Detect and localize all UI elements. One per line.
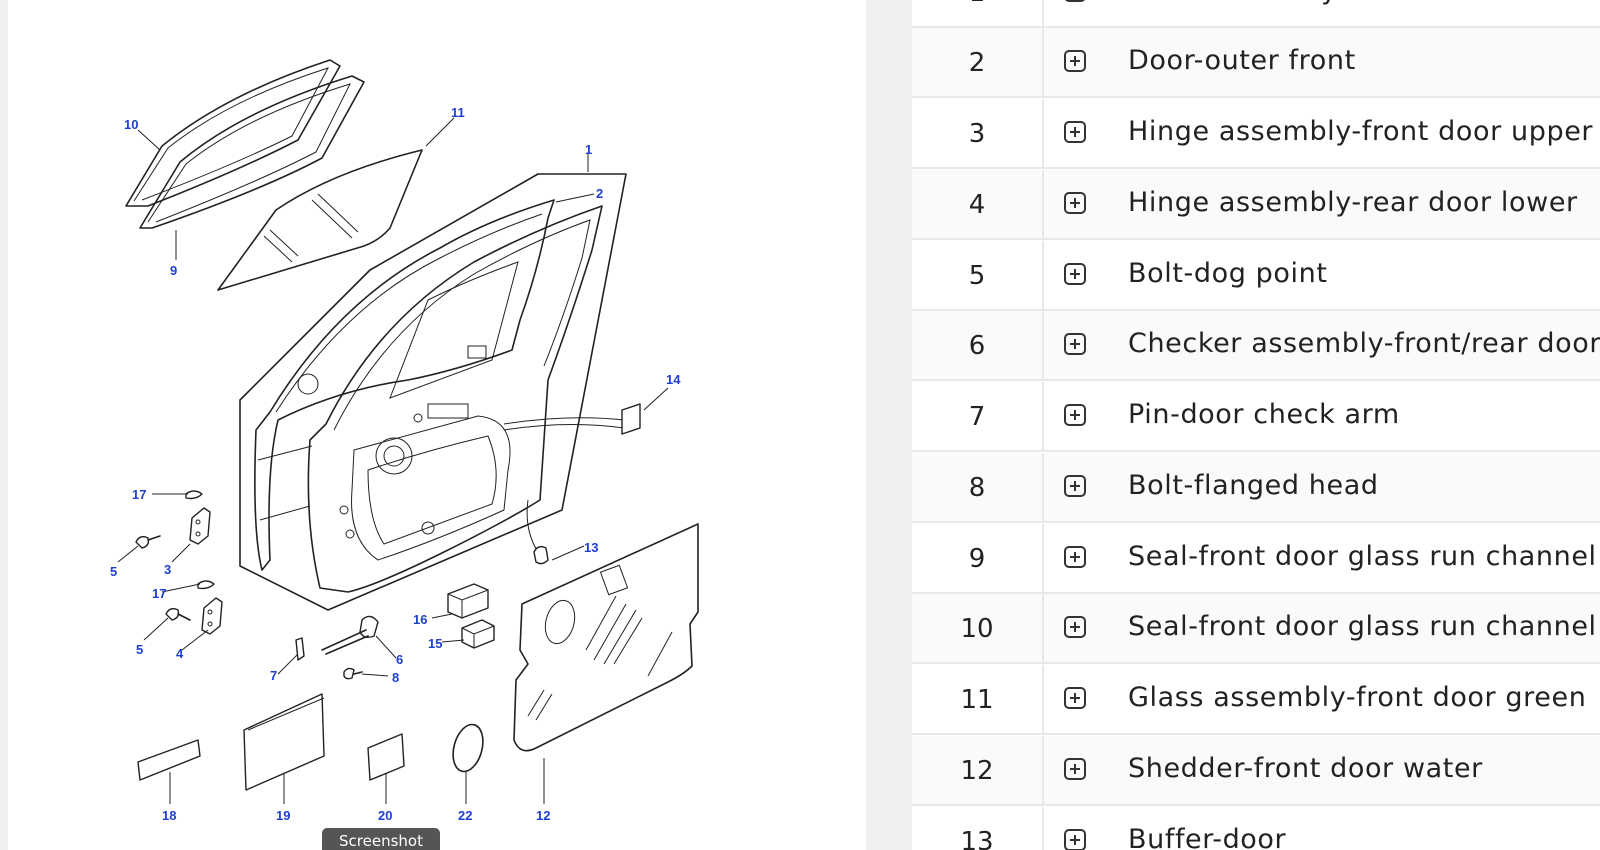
parts-row-1[interactable]: 1 Door assembly-front — [912, 0, 1600, 28]
part-description: Bolt-dog point — [1128, 258, 1328, 289]
callout-16[interactable]: 16 — [413, 612, 427, 627]
block-15-drawing — [461, 619, 495, 649]
part-number: 1 — [912, 0, 1044, 28]
part-number: 10 — [912, 594, 1044, 664]
part-description: Door assembly-front — [1128, 0, 1415, 28]
part-number: 2 — [912, 28, 1044, 98]
callout-17[interactable]: 17 — [152, 586, 166, 601]
callout-10[interactable]: 10 — [124, 117, 138, 132]
parts-row-11[interactable]: 11 Glass assembly-front door green — [912, 665, 1600, 735]
plus-square-icon[interactable] — [1064, 687, 1086, 709]
part-description: Checker assembly-front/rear door — [1128, 328, 1600, 359]
parts-row-8[interactable]: 8 Bolt-flanged head — [912, 453, 1600, 523]
callout-19[interactable]: 19 — [276, 808, 290, 823]
part-description: Buffer-door — [1128, 824, 1287, 850]
checker-drawing — [295, 615, 379, 680]
callout-11[interactable]: 11 — [451, 105, 465, 120]
bolt-5-drawing — [135, 535, 191, 621]
callout-12[interactable]: 12 — [536, 808, 550, 823]
parts-row-9[interactable]: 9 Seal-front door glass run channel — [912, 524, 1600, 594]
part-description: Seal-front door glass run channel — [1128, 611, 1597, 642]
plus-square-icon[interactable] — [1064, 192, 1086, 214]
hinge-upper-drawing — [185, 490, 211, 545]
part-number: 13 — [912, 807, 1044, 850]
part-number: 6 — [912, 311, 1044, 381]
callout-4[interactable]: 4 — [176, 646, 184, 661]
callout-5[interactable]: 5 — [136, 642, 143, 657]
part-number: 7 — [912, 382, 1044, 452]
callout-18[interactable]: 18 — [162, 808, 176, 823]
screenshot-tooltip: Screenshot — [322, 828, 440, 850]
plus-square-icon[interactable] — [1064, 758, 1086, 780]
diagram-panel: 10 11 1 2 9 14 17 5 3 13 17 16 5 4 15 7 … — [8, 0, 866, 850]
ring-22-drawing — [452, 723, 484, 773]
callout-2[interactable]: 2 — [596, 186, 603, 201]
hinge-lower-drawing — [197, 580, 223, 635]
water-shedder-drawing — [513, 523, 699, 752]
parts-diagram: 10 11 1 2 9 14 17 5 3 13 17 16 5 4 15 7 … — [110, 59, 699, 823]
parts-row-7[interactable]: 7 Pin-door check arm — [912, 382, 1600, 452]
plus-square-icon[interactable] — [1064, 0, 1086, 2]
plus-square-icon[interactable] — [1064, 829, 1086, 850]
part-description: Pin-door check arm — [1128, 399, 1400, 430]
plus-square-icon[interactable] — [1064, 263, 1086, 285]
pad-19-drawing — [243, 693, 325, 791]
callout-14[interactable]: 14 — [666, 372, 681, 387]
parts-row-13[interactable]: 13 Buffer-door — [912, 807, 1600, 850]
callout-9[interactable]: 9 — [170, 263, 177, 278]
parts-list: 1 Door assembly-front 2 Door-outer front… — [912, 0, 1600, 850]
buffer-drawing — [533, 545, 549, 565]
pad-14-drawing — [621, 403, 641, 435]
callout-20[interactable]: 20 — [378, 808, 392, 823]
pad-18-drawing — [137, 739, 201, 781]
parts-row-5[interactable]: 5 Bolt-dog point — [912, 241, 1600, 311]
callout-3[interactable]: 3 — [164, 562, 171, 577]
part-description: Shedder-front door water — [1128, 753, 1483, 784]
plus-square-icon[interactable] — [1064, 50, 1086, 72]
parts-row-6[interactable]: 6 Checker assembly-front/rear door — [912, 311, 1600, 381]
callout-1[interactable]: 1 — [585, 142, 592, 157]
door-inner-drawing — [307, 205, 603, 593]
block-16-drawing — [447, 583, 489, 619]
parts-row-4[interactable]: 4 Hinge assembly-rear door lower — [912, 170, 1600, 240]
callout-22[interactable]: 22 — [458, 808, 472, 823]
part-description: Bolt-flanged head — [1128, 470, 1379, 501]
wire-drawing — [503, 417, 625, 425]
callout-17[interactable]: 17 — [132, 487, 146, 502]
plus-square-icon[interactable] — [1064, 121, 1086, 143]
part-description: Seal-front door glass run channel — [1128, 541, 1597, 572]
callout-8[interactable]: 8 — [392, 670, 399, 685]
callout-7[interactable]: 7 — [270, 668, 277, 683]
plus-square-icon[interactable] — [1064, 546, 1086, 568]
part-description: Hinge assembly-rear door lower — [1128, 187, 1578, 218]
part-number: 3 — [912, 99, 1044, 169]
plus-square-icon[interactable] — [1064, 616, 1086, 638]
parts-row-10[interactable]: 10 Seal-front door glass run channel — [912, 594, 1600, 664]
part-description: Glass assembly-front door green — [1128, 682, 1587, 713]
part-number: 9 — [912, 524, 1044, 594]
plus-square-icon[interactable] — [1064, 333, 1086, 355]
door-outer-drawing — [254, 199, 555, 571]
glass-drawing — [217, 149, 423, 291]
callout-15[interactable]: 15 — [428, 636, 442, 651]
plus-square-icon[interactable] — [1064, 475, 1086, 497]
part-description: Hinge assembly-front door upper — [1128, 116, 1594, 147]
callout-13[interactable]: 13 — [584, 540, 598, 555]
callout-5[interactable]: 5 — [110, 564, 117, 579]
parts-row-12[interactable]: 12 Shedder-front door water — [912, 736, 1600, 806]
glass-run-seal-drawing — [125, 59, 365, 229]
door-assembly-outline — [239, 173, 627, 611]
parts-row-2[interactable]: 2 Door-outer front — [912, 28, 1600, 98]
parts-row-3[interactable]: 3 Hinge assembly-front door upper — [912, 99, 1600, 169]
part-number: 8 — [912, 453, 1044, 523]
leader-lines — [117, 117, 669, 804]
part-number: 4 — [912, 170, 1044, 240]
callout-6[interactable]: 6 — [396, 652, 403, 667]
part-number: 5 — [912, 241, 1044, 311]
plus-square-icon[interactable] — [1064, 404, 1086, 426]
part-number: 12 — [912, 736, 1044, 806]
part-number: 11 — [912, 665, 1044, 735]
pad-20-drawing — [367, 733, 405, 781]
part-description: Door-outer front — [1128, 45, 1356, 76]
